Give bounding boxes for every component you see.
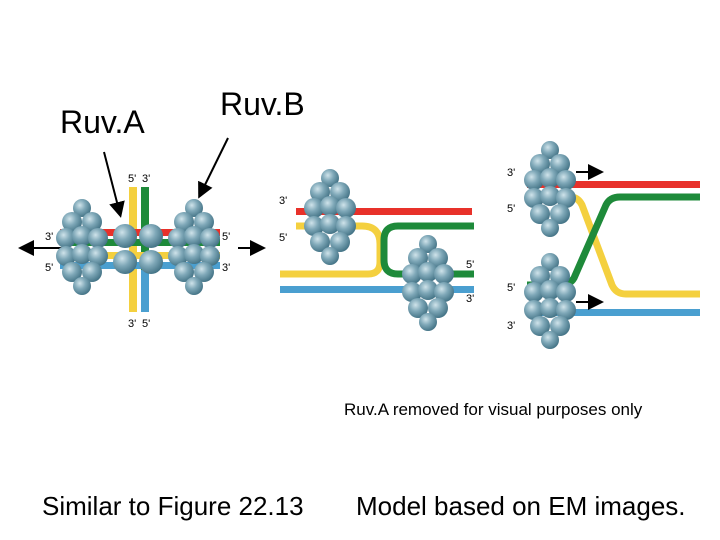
p2-yellow-strand	[280, 222, 384, 278]
p2-ruvb-hexamer-lower	[402, 235, 454, 331]
strand-yellow-horizontal	[60, 252, 220, 259]
p3-red-strand	[527, 181, 700, 188]
p2-red-strand	[296, 208, 472, 215]
ruva-pointer	[103, 151, 125, 218]
strand-yellow-vertical	[129, 187, 137, 312]
p3-top-end-1: 3'	[507, 167, 515, 179]
ruva-removed-note: Ruv.A removed for visual purposes only	[344, 400, 643, 419]
model-source-caption: Model based on EM images.	[356, 491, 686, 521]
ruvb-hexamer-left	[56, 199, 108, 295]
p1-bottom-end-2: 5'	[142, 318, 150, 330]
p3-ruvb-hexamer-upper	[524, 141, 576, 237]
p1-right-end-2: 3'	[222, 262, 230, 274]
strand-yellow-lower	[129, 270, 137, 312]
p1-bottom-end-1: 3'	[128, 318, 136, 330]
ruvb-pointer	[198, 137, 229, 199]
ruvb-hexamer-right	[168, 199, 220, 295]
p3-blue-strand	[527, 309, 700, 316]
p2-ruvb-hexamer-upper	[304, 169, 356, 265]
p2-blue-strand	[280, 286, 474, 293]
p3-ruvb-hexamer-lower	[524, 253, 576, 349]
p2-left-end-2: 5'	[279, 232, 287, 244]
strand-blue-lower	[141, 270, 149, 312]
p1-top-end-1: 5'	[128, 173, 136, 185]
figure-reference-caption: Similar to Figure 22.13	[42, 491, 304, 521]
ruva-label: Ruv.A	[60, 104, 145, 140]
ruvb-label: Ruv.B	[220, 86, 305, 122]
p2-left-end-1: 3'	[279, 195, 287, 207]
strand-green-vertical	[141, 187, 149, 312]
junction-panel-3: 3' 5' 5' 3'	[507, 141, 700, 349]
p2-green-strand	[380, 222, 474, 278]
p2-right-end-1: 5'	[466, 259, 474, 271]
p3-bottom-end-1: 5'	[507, 282, 515, 294]
junction-panel-2: 3' 5' 5' 3'	[279, 169, 474, 331]
p3-bottom-end-2: 3'	[507, 320, 515, 332]
p1-top-end-2: 3'	[142, 173, 150, 185]
p2-right-end-2: 3'	[466, 293, 474, 305]
p1-left-end-1: 3'	[45, 231, 53, 243]
strand-green-horizontal	[60, 239, 220, 246]
p3-top-end-2: 5'	[507, 203, 515, 215]
ruva-tetramer	[113, 224, 163, 274]
p1-left-end-2: 5'	[45, 262, 53, 274]
p1-right-end-1: 5'	[222, 231, 230, 243]
junction-panel-1: 5' 3' 3' 5' 5' 3' 3' 5'	[18, 173, 266, 330]
